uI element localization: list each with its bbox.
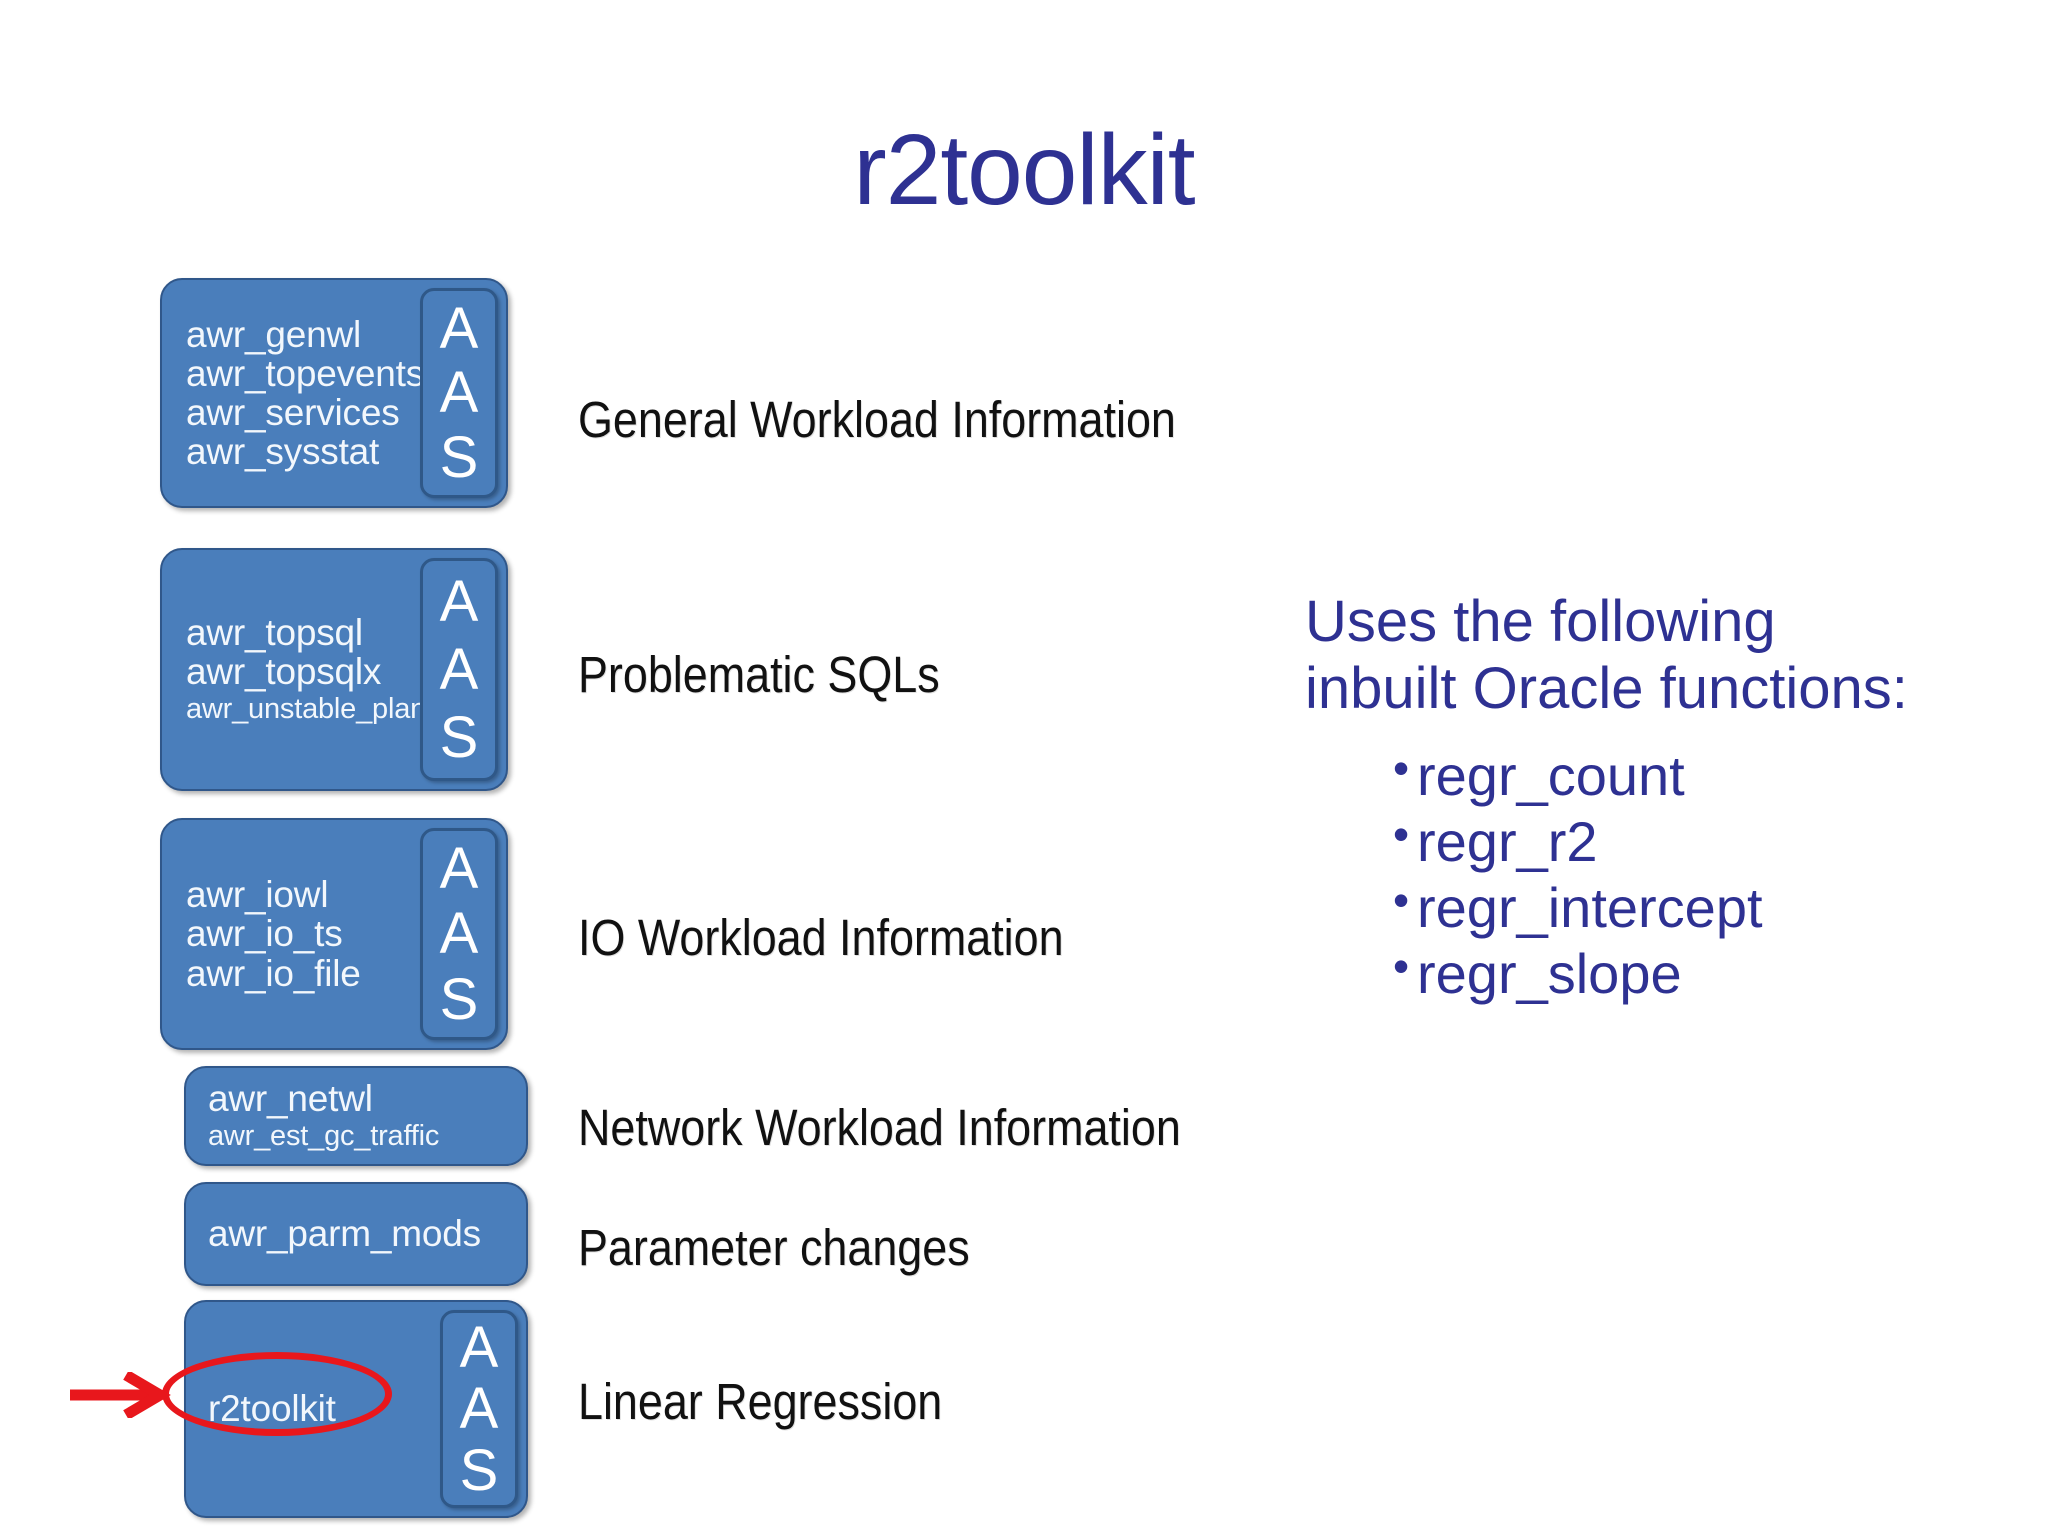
aas-tab[interactable]: A A S <box>420 558 498 781</box>
oracle-function-item: • regr_intercept <box>1305 873 2035 941</box>
module-block-io-workload[interactable]: awr_iowl awr_io_ts awr_io_file A A S <box>160 818 508 1050</box>
bullet-icon: • <box>1393 807 1410 860</box>
page-title: r2toolkit <box>853 114 1195 226</box>
aas-letter: A <box>439 901 479 967</box>
aas-letter: A <box>439 836 479 902</box>
module-name-list: awr_parm_mods <box>186 1184 526 1284</box>
oracle-functions-list: • regr_count • regr_r2 • regr_intercept … <box>1305 741 2035 1007</box>
module-name-list: awr_genwl awr_topevents awr_services awr… <box>162 280 425 506</box>
module-name: awr_unstable_plans <box>186 692 441 725</box>
module-block-list: awr_genwl awr_topevents awr_services awr… <box>0 0 620 1536</box>
module-name: awr_io_ts <box>186 913 343 955</box>
oracle-function-item: • regr_slope <box>1305 939 2035 1007</box>
description-parameter-changes: Parameter changes <box>578 1219 970 1276</box>
module-name: awr_topevents <box>186 352 425 394</box>
description-linear-regression: Linear Regression <box>578 1373 943 1430</box>
module-name: awr_services <box>186 392 400 433</box>
oracle-function-item: • regr_r2 <box>1305 807 2035 875</box>
aas-tab[interactable]: A A S <box>440 1310 518 1508</box>
oracle-function-label: regr_r2 <box>1417 809 1598 873</box>
aas-letter: S <box>439 704 479 770</box>
aas-letter: A <box>439 295 479 361</box>
aas-letter: A <box>459 1376 499 1442</box>
module-name: awr_est_gc_traffic <box>208 1119 440 1152</box>
module-block-parameter-changes[interactable]: awr_parm_mods <box>184 1182 528 1286</box>
description-problematic-sqls: Problematic SQLs <box>578 646 940 703</box>
aas-letter: S <box>439 425 479 491</box>
aas-letter: S <box>459 1438 499 1504</box>
module-name-list: r2toolkit <box>186 1302 440 1516</box>
aas-tab[interactable]: A A S <box>420 828 498 1040</box>
module-name: awr_parm_mods <box>208 1213 481 1255</box>
module-name: awr_netwl <box>208 1078 373 1120</box>
aas-tab[interactable]: A A S <box>420 288 498 498</box>
aas-letter: A <box>439 636 479 702</box>
module-name: awr_topsqlx <box>186 651 382 693</box>
aas-letter: A <box>439 568 479 634</box>
module-block-linear-regression[interactable]: r2toolkit A A S <box>184 1300 528 1518</box>
oracle-function-label: regr_count <box>1417 743 1685 807</box>
oracle-function-label: regr_intercept <box>1417 875 1763 939</box>
aas-letter: S <box>439 966 479 1032</box>
description-general-workload: General Workload Information <box>578 391 1176 448</box>
module-name: awr_iowl <box>186 874 329 916</box>
module-name: awr_sysstat <box>186 431 380 473</box>
bullet-icon: • <box>1393 873 1410 926</box>
description-io-workload: IO Workload Information <box>578 909 1064 966</box>
module-name-list: awr_netwl awr_est_gc_traffic <box>186 1068 526 1164</box>
oracle-function-item: • regr_count <box>1305 741 2035 809</box>
module-name: awr_topsql <box>186 612 363 654</box>
module-name: awr_io_file <box>186 952 361 994</box>
module-block-general-workload[interactable]: awr_genwl awr_topevents awr_services awr… <box>160 278 508 508</box>
oracle-functions-heading: Uses the following inbuilt Oracle functi… <box>1305 588 2035 723</box>
aas-letter: A <box>439 360 479 426</box>
aas-letter: A <box>459 1314 499 1380</box>
oracle-functions-panel: Uses the following inbuilt Oracle functi… <box>1305 588 2035 1007</box>
oracle-functions-heading-line2: inbuilt Oracle functions: <box>1305 656 1908 722</box>
module-block-network-workload[interactable]: awr_netwl awr_est_gc_traffic <box>184 1066 528 1166</box>
bullet-icon: • <box>1393 939 1410 992</box>
module-name: r2toolkit <box>208 1388 336 1430</box>
bullet-icon: • <box>1393 741 1410 794</box>
module-name: awr_genwl <box>186 313 362 355</box>
module-name-list: awr_iowl awr_io_ts awr_io_file <box>162 820 420 1048</box>
module-block-problematic-sqls[interactable]: awr_topsql awr_topsqlx awr_unstable_plan… <box>160 548 508 791</box>
oracle-function-label: regr_slope <box>1417 941 1682 1005</box>
description-network-workload: Network Workload Information <box>578 1099 1181 1156</box>
module-name-list: awr_topsql awr_topsqlx awr_unstable_plan… <box>162 550 441 789</box>
oracle-functions-heading-line1: Uses the following <box>1305 589 1776 654</box>
